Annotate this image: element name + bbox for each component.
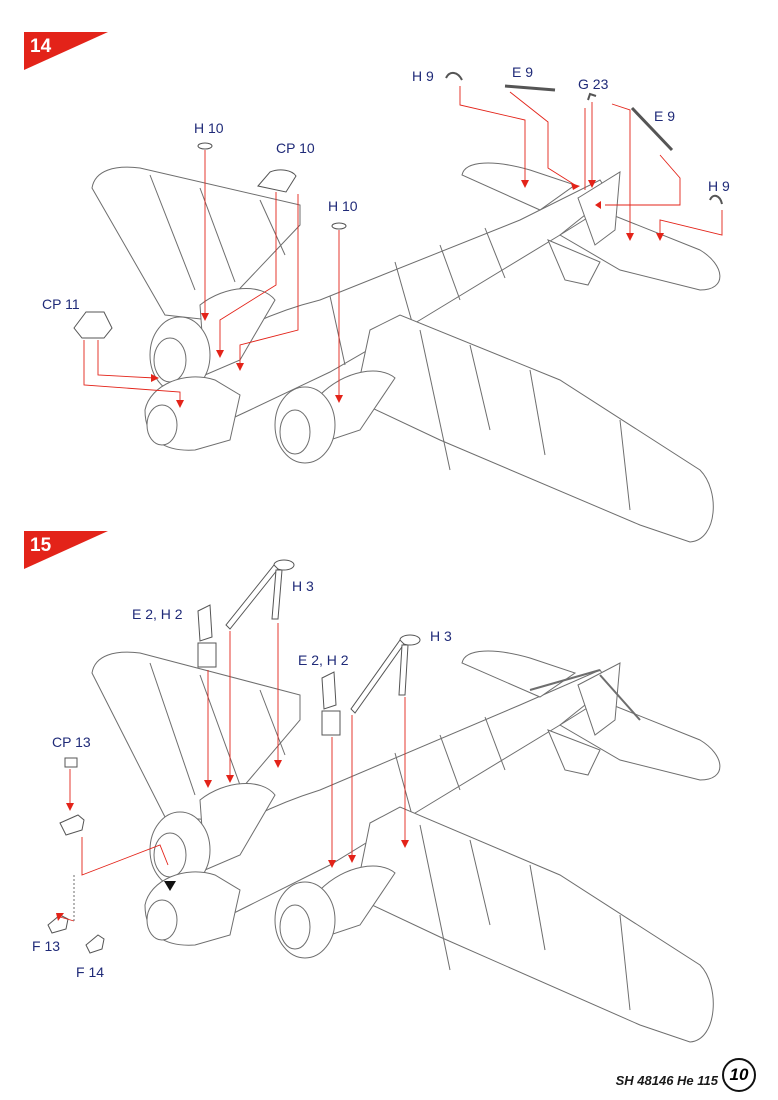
tail-fin-lower xyxy=(547,239,601,286)
left-wing xyxy=(91,651,301,821)
tail-fin-lower xyxy=(547,729,601,776)
left-wing xyxy=(91,166,301,321)
tail-fin xyxy=(577,662,621,736)
tail-plane-left xyxy=(461,162,577,211)
step-15-number: 15 xyxy=(30,535,52,556)
part-label-h10-right: H 10 xyxy=(328,198,358,214)
part-g23 xyxy=(587,92,597,101)
part-h3-right-strut xyxy=(350,639,405,714)
part-label-e9: E 9 xyxy=(512,64,534,80)
page-number: 10 xyxy=(722,1058,756,1092)
part-label-h3-right: H 3 xyxy=(430,628,452,644)
step-15-flag: 15 xyxy=(24,531,108,569)
part-e9-right xyxy=(630,106,674,152)
part-label-cp11: CP 11 xyxy=(42,296,80,312)
part-h10-left xyxy=(197,142,213,150)
part-cp13-mount xyxy=(59,814,85,836)
part-label-h3-left: H 3 xyxy=(292,578,314,594)
part-cp11 xyxy=(73,311,113,339)
part-e2h2-left xyxy=(197,604,213,642)
part-label-cp10: CP 10 xyxy=(276,140,315,156)
part-label-f14: F 14 xyxy=(76,964,105,980)
left-nacelle xyxy=(199,783,276,871)
part-cp13 xyxy=(64,757,78,768)
part-label-h9-right: H 9 xyxy=(708,178,730,194)
part-label-e2h2-right: E 2, H 2 xyxy=(298,652,349,668)
part-label-cp13: CP 13 xyxy=(52,734,91,750)
part-e2h2-right xyxy=(321,671,337,710)
part-label-g23: G 23 xyxy=(578,76,609,92)
part-label-h10-left: H 10 xyxy=(194,120,224,136)
part-label-e9-right: E 9 xyxy=(654,108,676,124)
step-14-number: 14 xyxy=(30,36,52,57)
step-15-aircraft-drawing xyxy=(47,559,721,1043)
step-14-aircraft-drawing xyxy=(73,72,723,543)
part-e9-top xyxy=(504,84,556,92)
step-15-flag-shape xyxy=(24,531,108,569)
kit-code: SH 48146 He 115 xyxy=(615,1073,718,1088)
part-h10-right xyxy=(331,222,347,230)
part-cp10 xyxy=(257,169,297,193)
part-h3-left-strut xyxy=(225,564,279,630)
part-label-e2h2-left: E 2, H 2 xyxy=(132,606,183,622)
tail-fin xyxy=(577,171,621,246)
right-nacelle xyxy=(319,865,396,936)
part-label-h9: H 9 xyxy=(412,68,434,84)
part-h9-right xyxy=(709,194,723,205)
part-label-f13: F 13 xyxy=(32,938,61,954)
part-f14 xyxy=(85,934,105,954)
part-h9-top xyxy=(445,72,463,81)
step-14-flag: 14 xyxy=(24,32,108,70)
step-14-flag-shape xyxy=(24,32,108,70)
right-wing xyxy=(354,314,714,543)
right-wing xyxy=(354,806,714,1043)
